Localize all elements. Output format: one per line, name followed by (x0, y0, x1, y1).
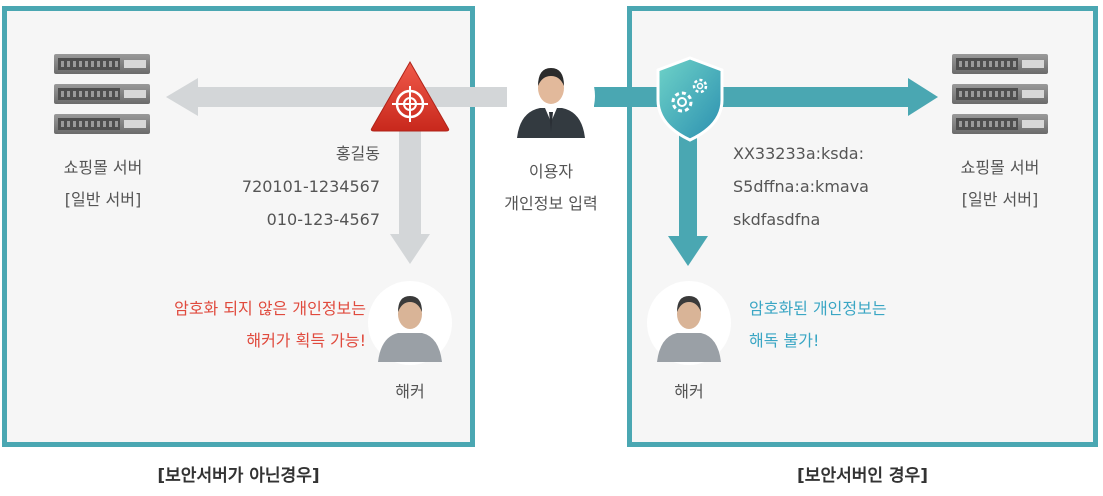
warning-line-1: 암호화 되지 않은 개인정보는 (174, 299, 366, 318)
hacker-avatar-left (368, 281, 452, 365)
hacker-avatar-right (647, 281, 731, 365)
encrypted-line-2: S5dffna:a:kmava (733, 177, 869, 196)
user-subtitle: 개인정보 입력 (504, 194, 598, 213)
personal-info-name: 홍길동 (335, 144, 380, 163)
user-avatar (507, 52, 595, 140)
server-name-right: 쇼핑몰 서버 (960, 158, 1040, 177)
caption-insecure: [보안서버가 아닌경우] (157, 466, 320, 486)
server-type-left: [일반 서버] (64, 190, 142, 209)
secure-message-line-1: 암호화된 개인정보는 (749, 299, 887, 318)
personal-info-phone: 010-123-4567 (266, 210, 380, 229)
secure-message-line-2: 해독 불가! (749, 331, 820, 350)
server-name-left: 쇼핑몰 서버 (63, 158, 143, 177)
server-icon-right (952, 54, 1048, 134)
secure-flow-arrow (594, 78, 938, 266)
target-warning-icon (370, 60, 450, 132)
user-title: 이용자 (528, 162, 574, 181)
encrypted-line-1: XX33233a:ksda: (733, 144, 864, 163)
hacker-label-left: 해커 (395, 382, 425, 401)
encrypted-line-3: skdfasdfna (733, 210, 821, 229)
hacker-label-right: 해커 (674, 382, 704, 401)
shield-gears-icon (656, 56, 724, 142)
server-type-right: [일반 서버] (961, 190, 1039, 209)
insecure-panel (2, 6, 475, 447)
server-icon-left (54, 54, 150, 134)
personal-info-id: 720101-1234567 (241, 177, 380, 196)
insecure-flow-arrow (166, 78, 507, 264)
caption-secure: [보안서버인 경우] (797, 466, 928, 486)
warning-line-2: 해커가 획득 가능! (246, 331, 366, 350)
